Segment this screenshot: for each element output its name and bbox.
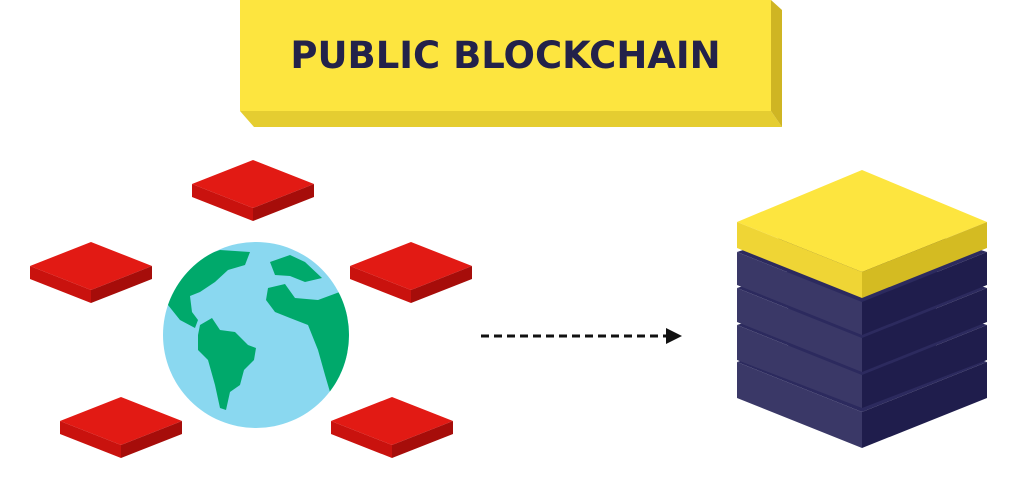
node-top-icon xyxy=(192,160,314,221)
node-bottom-right-icon xyxy=(331,397,453,458)
block-stack-icon xyxy=(737,170,987,448)
banner-3d-edges xyxy=(240,0,782,127)
block-top-yellow xyxy=(737,170,987,298)
title-banner: PUBLIC BLOCKCHAIN xyxy=(240,0,782,127)
globe-icon xyxy=(163,242,349,428)
page-title: PUBLIC BLOCKCHAIN xyxy=(290,34,721,77)
node-left-icon xyxy=(30,242,152,303)
node-right-icon xyxy=(350,242,472,303)
node-bottom-left-icon xyxy=(60,397,182,458)
arrow-icon xyxy=(481,328,682,344)
